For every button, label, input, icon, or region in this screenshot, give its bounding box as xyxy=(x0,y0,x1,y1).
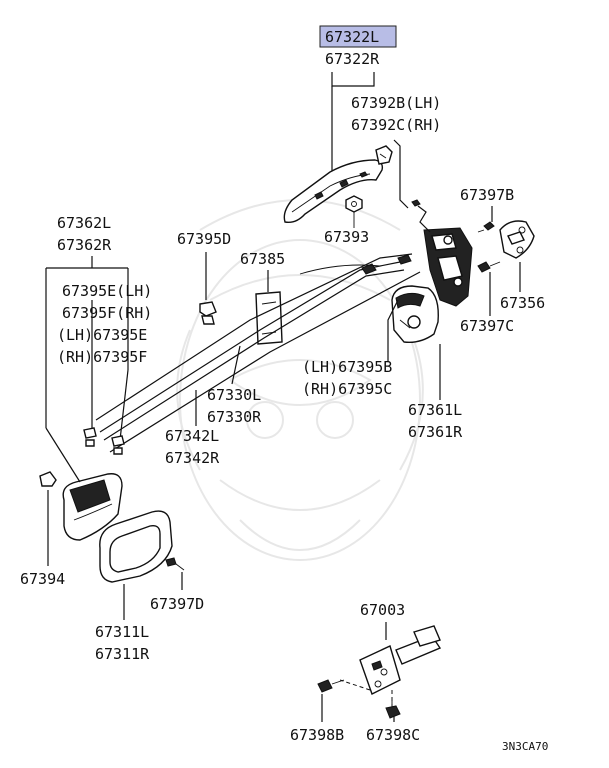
label-67362R[interactable]: 67362R xyxy=(57,236,112,254)
label-67395F-rh2[interactable]: (RH)67395F xyxy=(57,348,147,366)
lock-actuator-67361 xyxy=(391,285,439,344)
clip-67393 xyxy=(345,195,363,213)
cap-67392 xyxy=(375,145,393,165)
escutcheon-67311 xyxy=(99,510,173,583)
control-rods xyxy=(95,253,421,453)
label-67392B[interactable]: 67392B(LH) xyxy=(351,94,441,112)
label-67395C[interactable]: (RH)67395C xyxy=(302,380,392,398)
label-67342R[interactable]: 67342R xyxy=(165,449,220,467)
label-67361R[interactable]: 67361R xyxy=(408,423,463,441)
label-67393[interactable]: 67393 xyxy=(324,228,369,246)
screw-67397C xyxy=(477,261,501,273)
label-67395E-lh2[interactable]: (LH)67395E xyxy=(57,326,147,344)
label-67322R[interactable]: 67322R xyxy=(325,50,380,68)
label-67342L[interactable]: 67342L xyxy=(165,427,219,445)
label-67361L[interactable]: 67361L xyxy=(408,401,462,419)
watermark-emblem xyxy=(176,199,424,561)
label-67395F-rh[interactable]: 67395F(RH) xyxy=(62,304,152,322)
label-67362L[interactable]: 67362L xyxy=(57,214,111,232)
screw-67397B xyxy=(477,221,495,233)
label-67397B[interactable]: 67397B xyxy=(460,186,514,204)
clip-67394 xyxy=(39,471,57,487)
label-67395B[interactable]: (LH)67395B xyxy=(302,358,392,376)
label-67395D[interactable]: 67395D xyxy=(177,230,231,248)
label-67311L[interactable]: 67311L xyxy=(95,623,149,641)
door-latch-assembly xyxy=(411,199,473,307)
screw-67397D xyxy=(165,557,185,571)
label-67385[interactable]: 67385 xyxy=(240,250,285,268)
label-67330L[interactable]: 67330L xyxy=(207,386,261,404)
label-67397C[interactable]: 67397C xyxy=(460,317,514,335)
label-67322L[interactable]: 67322L xyxy=(325,28,379,46)
clip-67395D xyxy=(199,301,217,325)
door-checker-67003 xyxy=(359,625,442,695)
label-67397D[interactable]: 67397D xyxy=(150,595,204,613)
inside-handle-base-67362 xyxy=(62,473,123,541)
label-67394[interactable]: 67394 xyxy=(20,570,65,588)
label-67003[interactable]: 67003 xyxy=(360,601,405,619)
diagram-code: 3N3CA70 xyxy=(502,740,548,753)
label-67311R[interactable]: 67311R xyxy=(95,645,150,663)
rod-clips-67395E-F xyxy=(83,427,125,455)
striker-67356 xyxy=(499,220,535,259)
label-67330R[interactable]: 67330R xyxy=(207,408,262,426)
rod-guide-67385 xyxy=(255,291,283,345)
label-67356[interactable]: 67356 xyxy=(500,294,545,312)
label-67398B[interactable]: 67398B xyxy=(290,726,344,744)
bolt-67398B xyxy=(317,679,345,693)
bolt-67398C xyxy=(385,698,401,719)
label-67395E-lh[interactable]: 67395E(LH) xyxy=(62,282,152,300)
label-67398C[interactable]: 67398C xyxy=(366,726,420,744)
highlight-box xyxy=(319,25,397,48)
label-67392C[interactable]: 67392C(RH) xyxy=(351,116,441,134)
